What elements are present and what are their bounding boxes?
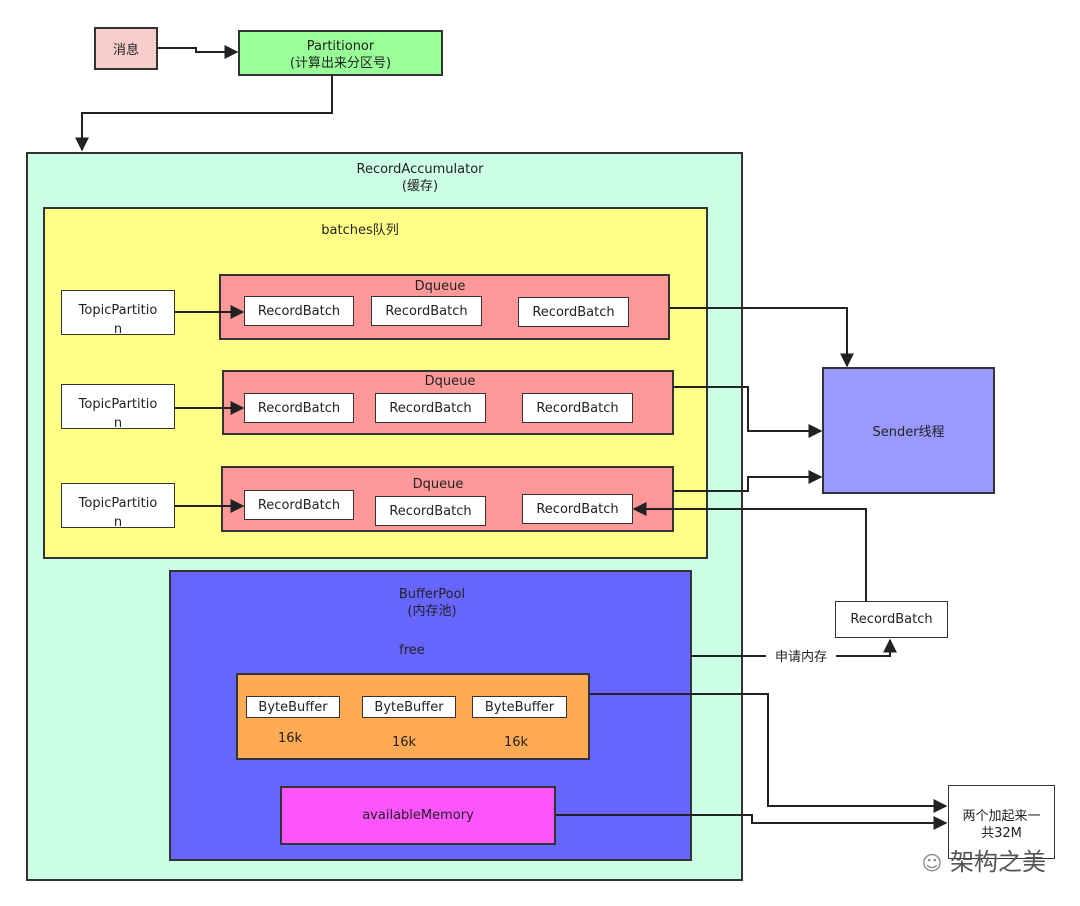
wechat-icon: ☺ (921, 851, 943, 875)
record-batch-2-1: RecordBatch (244, 393, 354, 423)
topic-partition-3: TopicPartitio n (61, 483, 175, 530)
byte-buffer-2: ByteBuffer (362, 696, 456, 718)
dqueue-2-label: Dqueue (424, 374, 476, 389)
dqueue-1-label: Dqueue (414, 279, 466, 294)
record-accumulator-title: RecordAccumulator (缓存) (356, 162, 484, 194)
arrow-bufferpool-to-batch (692, 638, 897, 657)
arrow-message-to-partitioner (158, 45, 239, 59)
record-batch-3-1: RecordBatch (244, 490, 354, 520)
batches-queue-title: batches队列 (321, 223, 399, 238)
byte-buffer-3: ByteBuffer (472, 696, 567, 718)
partitioner-box: Partitionor (计算出来分区号) (238, 30, 443, 76)
available-memory: availableMemory (280, 786, 556, 845)
record-batch-1-1: RecordBatch (244, 296, 354, 326)
arrow-external-batch-to-dqueue (632, 502, 867, 601)
topic-partition-1: TopicPartitio n (61, 290, 175, 337)
sender-thread: Sender线程 (822, 367, 995, 494)
watermark: ☺ 架构之美 (921, 848, 1047, 876)
dqueue-3-label: Dqueue (412, 477, 464, 492)
arrow-dqueue1-to-sender (670, 307, 854, 368)
arrow-dqueue2-to-sender (674, 386, 823, 438)
buffer-pool-title: BufferPool (内存池) (398, 587, 466, 619)
external-record-batch: RecordBatch (835, 601, 948, 638)
total-memory-note: 两个加起来一 共32M (948, 785, 1055, 859)
byte-buffer-1-size: 16k (277, 731, 303, 746)
message-box: 消息 (94, 27, 158, 70)
arrow-partitioner-to-accumulator (75, 76, 333, 152)
record-batch-1-2: RecordBatch (371, 296, 482, 326)
arrow-available-to-total (556, 814, 948, 830)
record-batch-3-2: RecordBatch (375, 496, 486, 526)
arrow-free-to-total (590, 693, 948, 813)
byte-buffer-1: ByteBuffer (246, 696, 340, 718)
record-batch-1-3: RecordBatch (518, 297, 629, 327)
free-label: free (399, 643, 425, 658)
topic-partition-2: TopicPartitio n (61, 384, 175, 431)
arrow-dqueue3-to-sender (674, 470, 823, 492)
byte-buffer-2-size: 16k (391, 735, 417, 750)
record-batch-2-3: RecordBatch (522, 393, 633, 423)
record-batch-2-2: RecordBatch (375, 393, 486, 423)
alloc-memory-label: 申请内存 (766, 649, 836, 666)
record-batch-3-3: RecordBatch (522, 494, 633, 524)
byte-buffer-3-size: 16k (503, 735, 529, 750)
